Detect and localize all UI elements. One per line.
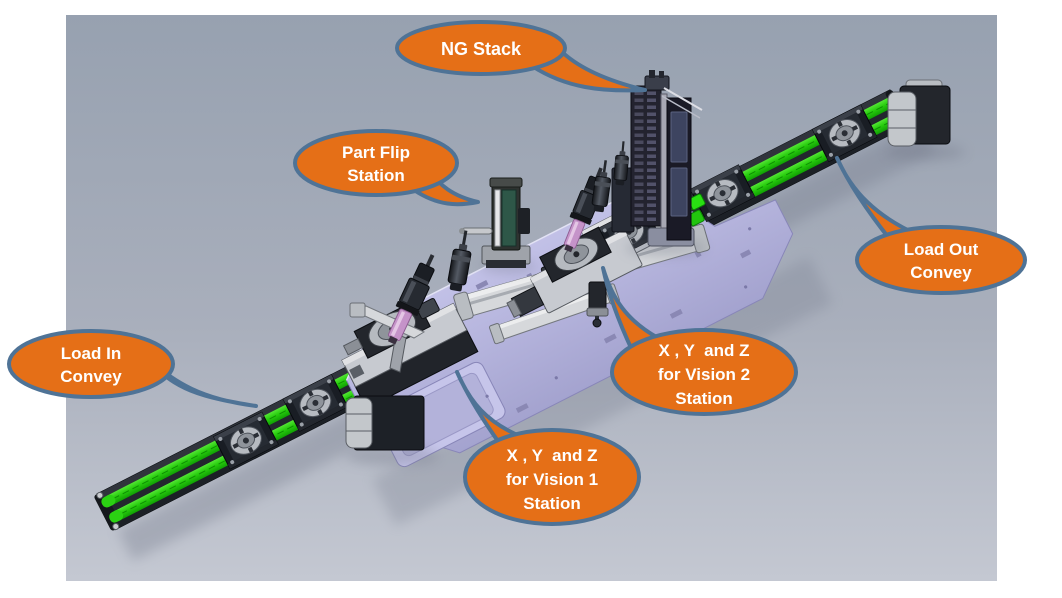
callout-bubble: [463, 428, 641, 526]
callout-bubble: [855, 225, 1027, 295]
callout-label: Load Out: [904, 240, 979, 259]
load-in-drive-block: [345, 395, 425, 451]
load-out-drive-block: [887, 79, 951, 147]
callout-bubble: [7, 329, 175, 399]
callout-label: Part Flip: [342, 143, 410, 162]
callout-bubble: [610, 328, 798, 416]
callout-bubble: [293, 129, 459, 197]
vision-2-gripper-arm: [586, 281, 609, 328]
callout-load-in-convey: Load In Convey: [7, 329, 258, 408]
callout-vision-1-xyz: X , Y and Z for Vision 1 Station: [455, 370, 641, 526]
callout-label: for Vision 1: [506, 470, 598, 489]
callout-label: Station: [523, 494, 581, 513]
ng-stack-tower: [611, 70, 703, 247]
callout-load-out-convey: Load Out Convey: [835, 156, 1027, 295]
machine-assembly: [94, 70, 965, 561]
callout-label: X , Y and Z: [658, 341, 749, 360]
callout-label: Convey: [910, 263, 972, 282]
callout-label: for Vision 2: [658, 365, 750, 384]
callout-label: Load In: [61, 344, 121, 363]
callout-vision-2-xyz: X , Y and Z for Vision 2 Station: [601, 266, 798, 416]
callout-bubble: [395, 20, 567, 76]
vision-1-gantry: [349, 302, 426, 373]
part-flip-station: [459, 177, 531, 268]
callout-tail: [601, 266, 660, 352]
callout-label: X , Y and Z: [506, 446, 597, 465]
callout-tail: [530, 48, 647, 93]
callout-part-flip-station: Part Flip Station: [293, 129, 480, 207]
callout-label: Station: [675, 389, 733, 408]
callout-ng-stack: NG Stack: [395, 20, 647, 93]
callout-label: NG Stack: [441, 39, 522, 59]
callout-label: Convey: [60, 367, 122, 386]
callout-label: Station: [347, 166, 405, 185]
